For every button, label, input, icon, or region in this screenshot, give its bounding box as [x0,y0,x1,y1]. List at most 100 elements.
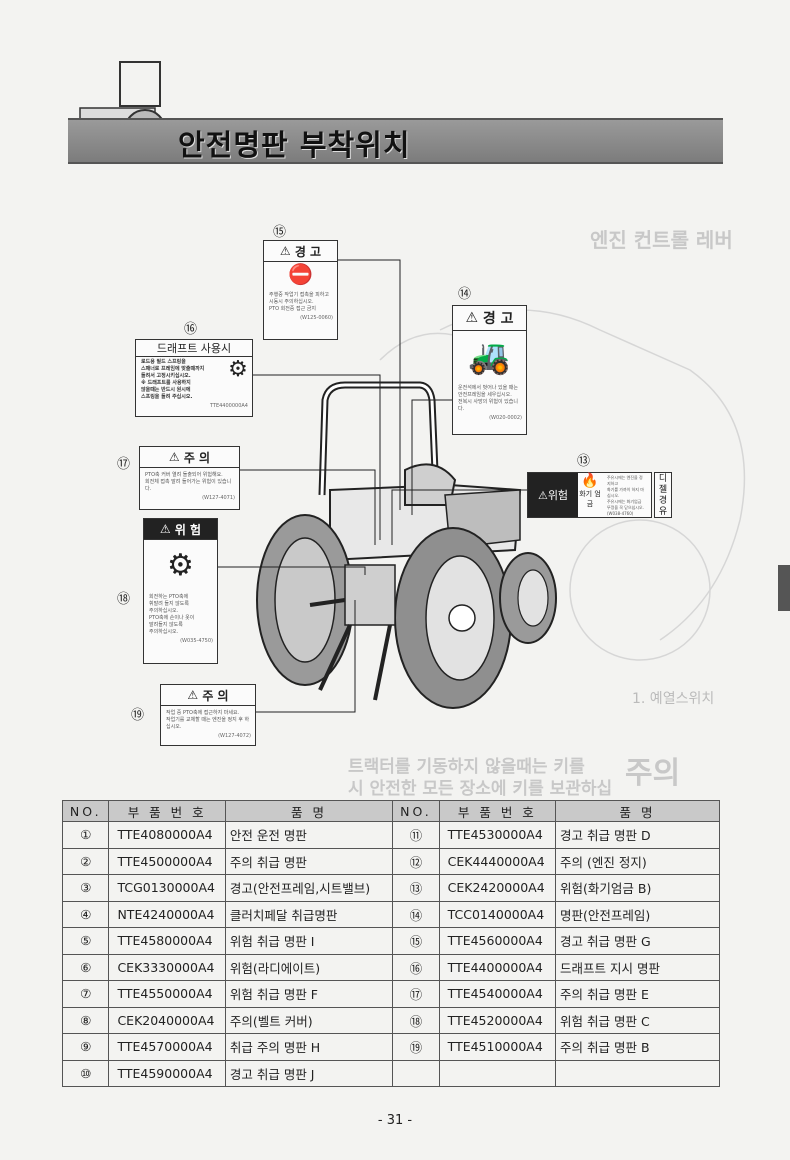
label-line: 작업기를 교체할 때는 엔진을 정지 후 하십시오. [166,717,250,730]
table-cell: 주의(벨트 커버) [224,1006,394,1034]
spring-pictogram-icon: ⚙ [228,357,248,382]
table-cell: ⑩ [61,1059,110,1087]
label-line: 안전프레임을 세우십시오. [458,392,512,398]
table-cell: 클러치페달 취급명판 [224,900,394,928]
label-code: (W038-4760) [607,511,634,516]
column-header: 부 품 번 호 [108,800,226,822]
table-cell: ⑯ [392,953,440,981]
table-cell: TTE4500000A4 [108,847,226,875]
table-cell: TTE4080000A4 [108,821,226,849]
warning-triangle-icon: ⚠ [159,522,171,536]
table-cell: ⑧ [61,1006,110,1034]
table-cell: CEK2040000A4 [108,1006,226,1034]
warning-triangle-icon: ⚠ [465,310,479,326]
table-cell: TTE4550000A4 [108,980,226,1008]
table-cell: 경고 취급 명판 J [224,1059,394,1087]
table-cell: ⑪ [392,821,440,849]
table-cell: 주의 (엔진 정지) [555,847,720,875]
label-code: (W035-4750) [180,638,213,644]
entanglement-pictogram-icon: ⚙ [167,548,194,583]
table-cell: ② [61,847,110,875]
safety-label-15: ⚠ 경 고 ⛔ 주행중 작업기 접촉을 피하고 시동시 주의하십시오. PTO … [263,240,338,340]
callout-number-18: ⑱ [117,592,131,607]
table-cell: TTE4510000A4 [438,1033,557,1061]
label-line: 시동시 주의하십시오. [269,299,314,305]
column-header: 품 명 [555,800,720,822]
table-cell: 주의 취급 명판 B [555,1033,720,1061]
table-cell: 위험(라디에이트) [224,953,394,981]
table-cell: TTE4570000A4 [108,1033,226,1061]
table-cell: TTE4530000A4 [438,821,557,849]
column-header: 품 명 [224,800,394,822]
label-code: (W127-4071) [202,495,235,501]
table-cell: TTE4520000A4 [438,1006,557,1034]
table-header-row: NO. 부 품 번 호 품 명 NO. 부 품 번 호 품 명 [61,800,720,822]
label-line: 회전체 접촉 말려 들어가는 위험이 있습니다. [145,479,232,492]
label-line: 주행중 작업기 접촉을 피하고 [269,292,329,298]
table-cell: ⑲ [392,1033,440,1061]
table-cell [438,1059,557,1087]
table-cell: ① [61,821,110,849]
warning-triangle-icon: ⚠ [187,688,199,702]
safety-label-19: ⚠ 주 의 작업 중 PTO축에 접근하지 마세요. 작업기를 교체할 때는 엔… [160,684,256,746]
table-cell: 경고 취급 명판 D [555,821,720,849]
table-cell: ⑥ [61,953,110,981]
warning-triangle-icon: ⚠ [537,488,548,502]
table-cell: 드래프트 지시 명판 [555,953,720,981]
table-cell: 경고(안전프레임,시트밸브) [224,874,394,902]
safety-label-13: ⚠위험 🔥 화기 엄금 주유시에는 엔진을 정지하고 화기를 가까이 하지 마십… [527,472,652,518]
table-cell: ⑫ [392,847,440,875]
label-line: 스프링을 돌려 주십시오. [141,394,193,400]
safety-label-14: ⚠ 경 고 🚜 운전석에서 벗어나 있을 때는 안전프레임을 세우십시오. 전복… [452,305,527,435]
table-cell: NTE4240000A4 [108,900,226,928]
hazard-pictogram-icon: ⛔ [288,262,313,286]
section-edge-tab [778,565,790,611]
label-code: (W020-0002) [489,415,522,421]
label-line: 뚜껑을 꼭 닫으십시오. [607,505,644,510]
bleed-through-warning-word: 주의 [625,756,681,791]
safety-label-18: ⚠ 위 험 ⚙ 회전하는 PTO축에 휘말려 들지 않도록 주의하십시오. PT… [143,518,218,664]
table-cell: CEK3330000A4 [108,953,226,981]
table-cell: TTE4400000A4 [438,953,557,981]
table-cell: ⑬ [392,874,440,902]
label-line: 회전하는 PTO축에 [149,594,189,600]
label-line: 로드용 필드 스프링을 [141,359,186,365]
label-line: 스패너로 프레임에 맞출때까지 [141,366,205,372]
label-line: 작업 중 PTO축에 접근하지 마세요. [166,710,240,716]
table-cell: ⑤ [61,927,110,955]
table-cell: 주의 취급 명판 [224,847,394,875]
table-cell: ⑨ [61,1033,110,1061]
table-cell: ⑮ [392,927,440,955]
table-cell: 명판(안전프레임) [555,900,720,928]
label-heading: 위험 [547,489,569,502]
table-cell: CEK4440000A4 [438,847,557,875]
page-title: 안전명판 부착위치 [178,128,411,162]
fire-icon: 🔥 [581,473,599,489]
label-line: 주의하십시오. [149,608,179,614]
safety-label-16: 드래프트 사용시 로드용 필드 스프링을 스패너로 프레임에 맞출때까지 돌려서… [135,339,253,417]
callout-number-15: ⑮ [273,225,287,240]
table-cell: 취급 주의 명판 H [224,1033,394,1061]
label-line: 주의하십시오. [149,629,179,635]
bleed-through-line-2: 시 안전한 모든 장소에 키를 보관하십 [348,779,613,799]
table-cell: 위험 취급 명판 I [224,927,394,955]
label-line: 전복시 사망의 위험이 있습니다. [458,399,518,412]
label-heading: 주 의 [202,688,229,703]
warning-triangle-icon: ⚠ [168,450,180,464]
bleed-through-heading: 엔진 컨트롤 레버 [590,228,733,252]
table-cell: 주의 취급 명판 E [555,980,720,1008]
label-line: 주유시에는 엔진을 정지하고 [607,475,643,486]
label-code: TTE4400000A4 [209,403,248,409]
column-header: NO. [61,800,110,822]
table-cell: TTE4560000A4 [438,927,557,955]
column-header: 부 품 번 호 [438,800,557,822]
rollover-pictogram-icon: 🚜 [468,337,511,377]
